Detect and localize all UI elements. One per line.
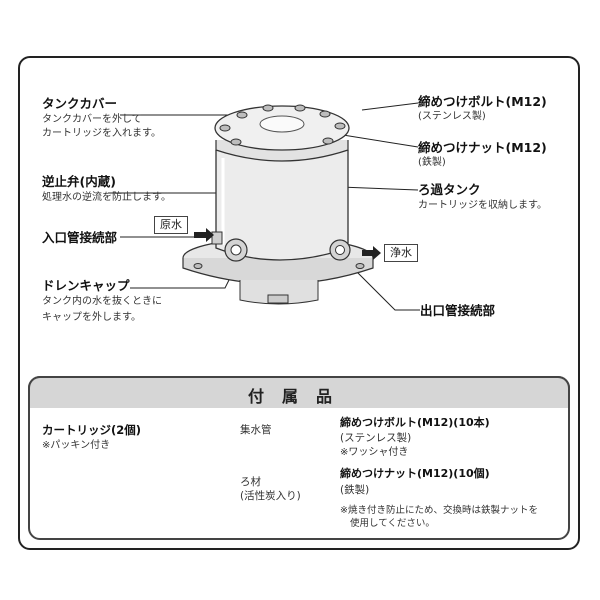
acc-bolt-title: 締めつけボルト(M12)(10本) (340, 416, 490, 429)
filter-tank-desc: カートリッジを収納します。 (418, 200, 547, 211)
filter-media-label: ろ材 (240, 476, 261, 488)
cartridge-title: カートリッジ(2個) (42, 423, 142, 437)
accessories-header (28, 376, 570, 408)
cartridge-note: ※パッキン付き (42, 440, 111, 451)
nut-title: 締めつけナット(M12) (418, 140, 547, 155)
tank-cover-desc-2: カートリッジを入れます。 (42, 128, 161, 139)
drain-cap-desc-2: キャップを外します。 (42, 312, 141, 323)
footnote-1: ※焼き付き防止にため、交換時は鉄製ナットを (340, 505, 538, 516)
diagram-frame (18, 56, 580, 550)
inlet-title: 入口管接続部 (42, 230, 118, 245)
acc-bolt-desc: (ステンレス製) (340, 432, 412, 444)
bolt-desc: (ステンレス製) (418, 111, 486, 122)
nut-desc: (鉄製) (418, 157, 446, 168)
drain-cap-desc-1: タンク内の水を抜くときに (42, 296, 162, 307)
tank-cover-title: タンクカバー (42, 96, 118, 111)
footnote-2: 使用してください。 (350, 518, 435, 529)
check-valve-title: 逆止弁(内蔵) (42, 174, 116, 189)
filter-tank-title: ろ過タンク (418, 182, 481, 197)
accessories-title: 付属品 (247, 387, 350, 406)
tank-cover-desc-1: タンクカバーを外して (42, 114, 142, 125)
check-valve-desc: 処理水の逆流を防止します。 (42, 192, 171, 203)
drain-cap-title: ドレンキャップ (42, 278, 130, 293)
clean-water-tag: 浄水 (384, 244, 418, 262)
collector-pipe-label: 集水管 (240, 424, 272, 436)
bolt-title: 締めつけボルト(M12) (418, 94, 547, 109)
acc-nut-title: 締めつけナット(M12)(10個) (340, 467, 490, 480)
outlet-title: 出口管接続部 (420, 303, 496, 318)
acc-bolt-note: ※ワッシャ付き (340, 447, 409, 458)
filter-media-desc: (活性炭入り) (240, 490, 301, 502)
acc-nut-desc: (鉄製) (340, 484, 370, 496)
raw-water-tag: 原水 (154, 216, 188, 234)
